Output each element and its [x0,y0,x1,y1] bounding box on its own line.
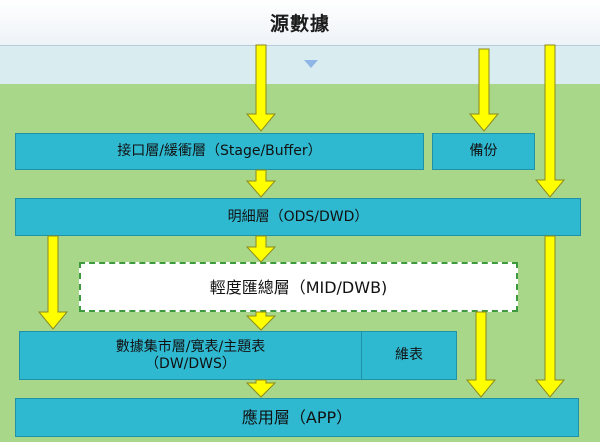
mid-layer-label: 輕度匯總層（MID/DWB) [209,277,388,297]
ods-layer-label: 明細層（ODS/DWD） [227,208,369,225]
arrow-ods-to-dw [37,235,69,330]
dw-layer-sublabel: （DW/DWS） [145,355,236,372]
staging-layer-label: 接口層/緩衝層（Stage/Buffer） [117,143,322,159]
staging-layer-box: 接口層/緩衝層（Stage/Buffer） [15,133,424,170]
arrow-mid-to-app [465,311,497,398]
arrow-mid-to-dw [245,311,277,331]
arrow-ods-to-mid [245,235,277,263]
collapse-triangle-icon [304,60,318,68]
arrow-ods-to-app [534,235,566,398]
dw-layer-label: 數據集市層/寬表/主題表 [115,338,266,355]
dimension-table-label: 維表 [395,347,423,363]
arrow-dw-to-app [245,379,277,398]
app-layer-label: 應用層（APP） [241,408,353,427]
backup-label: 備份 [469,143,498,159]
dimension-table-box: 維表 [361,331,457,380]
arrow-staging-to-ods [245,169,277,198]
mid-layer-box: 輕度匯總層（MID/DWB) [79,262,518,312]
dw-layer-box: 數據集市層/寬表/主題表 （DW/DWS） [19,331,362,380]
backup-box: 備份 [432,133,535,170]
source-data-header: 源數據 [0,0,600,46]
source-band [0,46,600,84]
source-data-title: 源數據 [269,13,330,35]
app-layer-box: 應用層（APP） [15,398,579,437]
ods-layer-box: 明細層（ODS/DWD） [15,198,581,236]
